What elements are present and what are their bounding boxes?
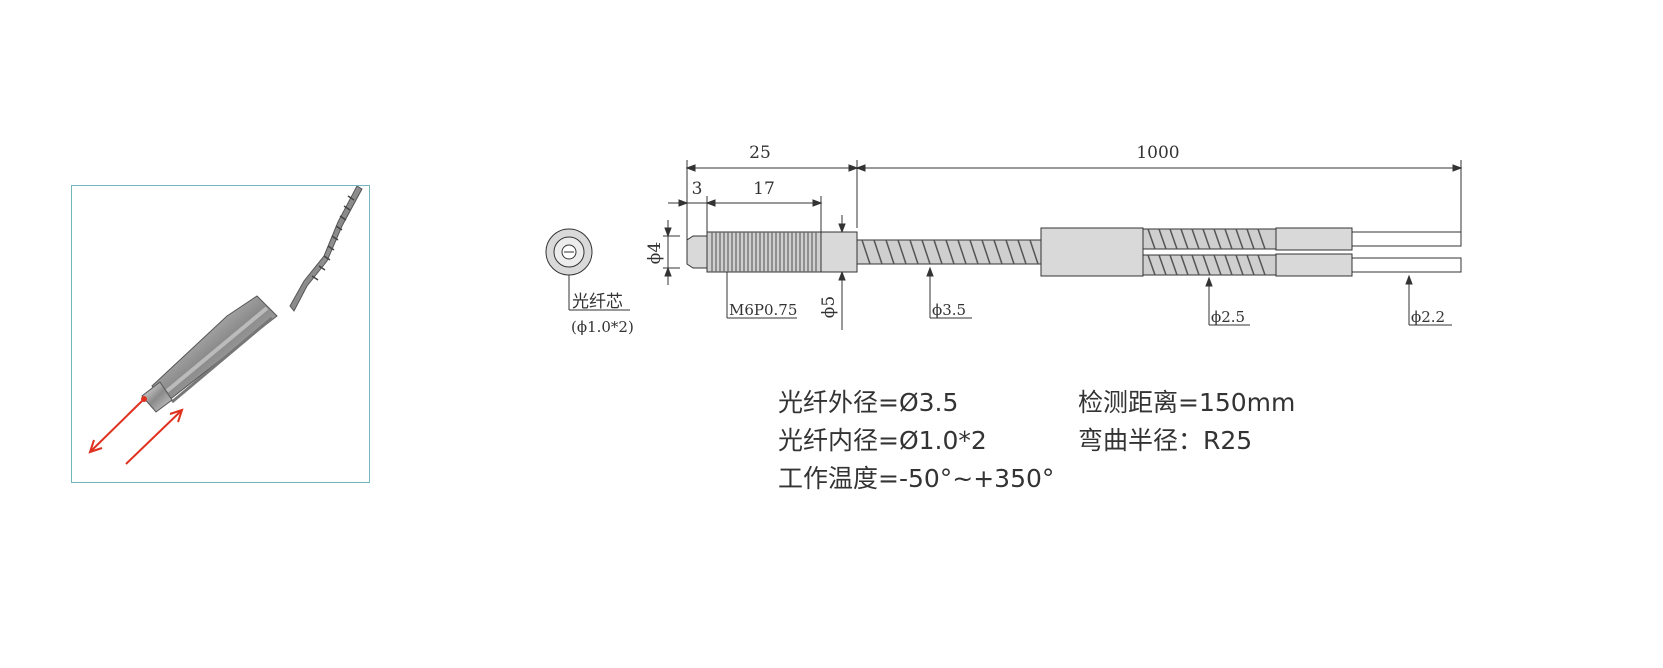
splitter-shape	[1040, 227, 1144, 277]
dim-body-diameter: ϕ5	[819, 296, 839, 318]
dim-sheath-diameter: ϕ3.5	[932, 301, 966, 319]
dim-thread-spec: M6P0.75	[729, 301, 797, 319]
probe-tip-shape	[686, 235, 708, 269]
core-spec: (ϕ1.0*2)	[571, 318, 634, 336]
dim-tip-diameter: ϕ4	[645, 242, 665, 264]
dim-end-diameter: ϕ2.2	[1411, 308, 1445, 326]
light-arrows-icon	[88, 400, 184, 465]
end-view-icon	[545, 228, 630, 311]
spec-temperature: 工作温度=-50°~+350°	[778, 464, 1055, 493]
fiber-end-lower	[1351, 257, 1462, 273]
dim-fiber-length: 1000	[1136, 143, 1179, 163]
dim-head-length: 25	[749, 143, 771, 163]
spec-distance: 检测距离=150mm	[1078, 388, 1296, 417]
dim-tip-length: 3	[692, 179, 703, 199]
dim-thread-length: 17	[753, 179, 775, 199]
spec-inner-diameter: 光纤内径=Ø1.0*2	[778, 426, 987, 455]
spec-bend-radius: 弯曲半径：R25	[1078, 426, 1253, 455]
core-label: 光纤芯	[572, 292, 623, 312]
dimension-arrowheads	[685, 164, 1463, 172]
probe-cable-icon	[289, 186, 363, 312]
product-photo	[71, 185, 370, 483]
probe-collar-shape	[820, 231, 858, 273]
dim-branch-diameter: ϕ2.5	[1211, 308, 1245, 326]
probe-thread-icon	[151, 295, 278, 405]
probe-tip-icon	[141, 381, 173, 413]
spec-outer-diameter: 光纤外径=Ø3.5	[778, 388, 959, 417]
fiber-end-upper	[1351, 231, 1462, 247]
